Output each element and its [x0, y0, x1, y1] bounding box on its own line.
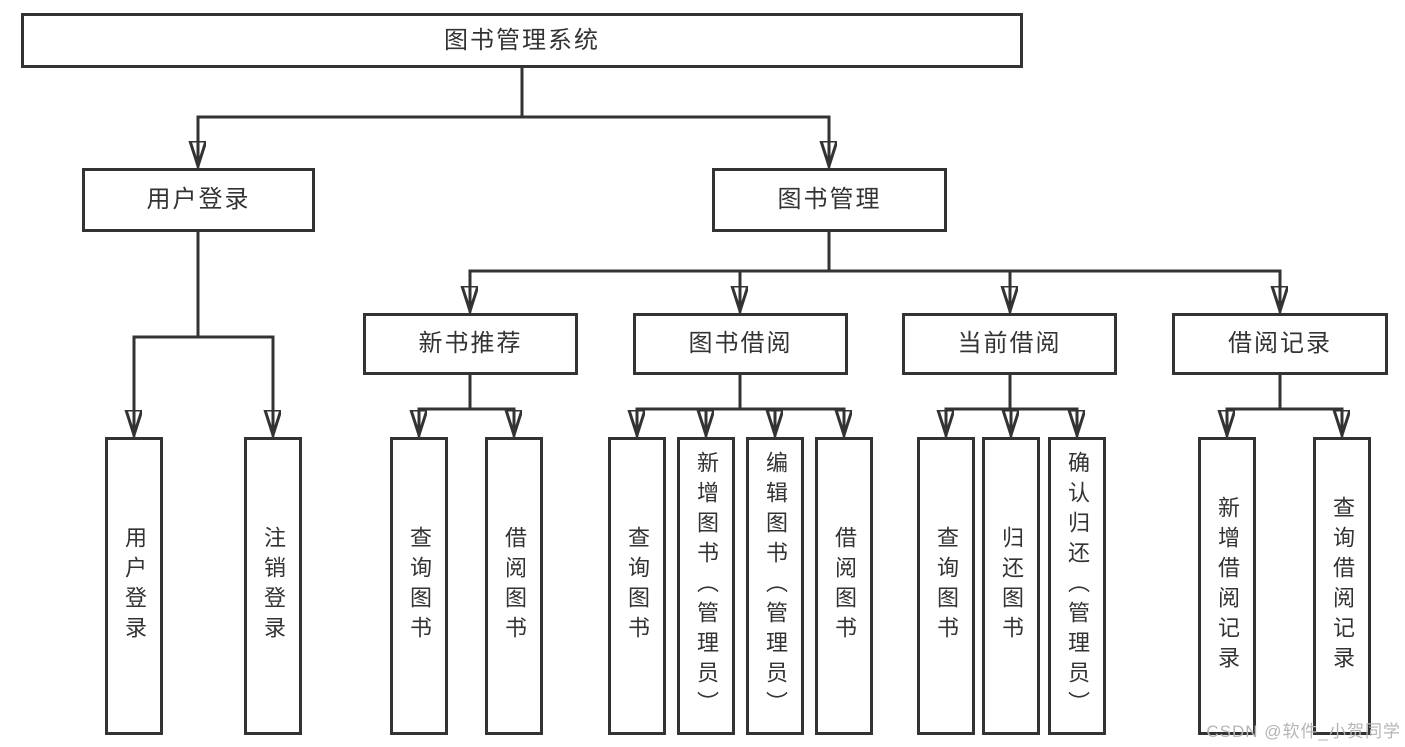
node-label: 图书管理系统	[444, 26, 600, 54]
node-borrow-books-recommend: 借阅图书	[485, 437, 543, 735]
node-borrow-books: 借阅图书	[815, 437, 873, 735]
node-new-book-recommendation: 新书推荐	[363, 313, 578, 375]
node-label: 借阅记录	[1228, 330, 1332, 357]
node-add-books-admin: 新增图书（管理员）	[677, 437, 735, 735]
node-query-books-current: 查询图书	[917, 437, 975, 735]
node-library-management-system: 图书管理系统	[21, 13, 1023, 68]
node-label: 查询图书	[407, 526, 432, 646]
node-label: 查询图书	[625, 526, 650, 646]
node-label: 查询图书	[934, 526, 959, 646]
node-book-borrowing: 图书借阅	[633, 313, 848, 375]
node-return-books: 归还图书	[982, 437, 1040, 735]
node-label: 新增图书（管理员）	[694, 451, 719, 721]
node-book-management: 图书管理	[712, 168, 947, 232]
node-query-books-recommend: 查询图书	[390, 437, 448, 735]
watermark-text: CSDN @软件_小贺同学	[1206, 722, 1401, 741]
node-label: 图书借阅	[688, 330, 793, 357]
node-label: 用户登录	[146, 186, 251, 213]
node-label: 归还图书	[999, 526, 1024, 646]
node-user-login-action: 用户登录	[105, 437, 163, 735]
node-label: 借阅图书	[832, 526, 857, 646]
node-query-books-borrow: 查询图书	[608, 437, 666, 735]
node-label: 注销登录	[261, 526, 286, 646]
node-query-borrow-record: 查询借阅记录	[1313, 437, 1371, 735]
node-borrowing-records: 借阅记录	[1172, 313, 1388, 375]
node-label: 当前借阅	[957, 330, 1062, 357]
node-label: 查询借阅记录	[1330, 496, 1355, 676]
node-label: 确认归还（管理员）	[1065, 451, 1090, 721]
node-label: 新书推荐	[418, 330, 523, 357]
node-user-login: 用户登录	[82, 168, 315, 232]
node-label: 编辑图书（管理员）	[763, 451, 788, 721]
node-label: 图书管理	[777, 186, 882, 213]
node-edit-books-admin: 编辑图书（管理员）	[746, 437, 804, 735]
node-label: 借阅图书	[502, 526, 527, 646]
node-label: 新增借阅记录	[1215, 496, 1240, 676]
node-add-borrow-record: 新增借阅记录	[1198, 437, 1256, 735]
node-current-borrowing: 当前借阅	[902, 313, 1117, 375]
node-logout-action: 注销登录	[244, 437, 302, 735]
node-label: 用户登录	[122, 526, 147, 646]
node-confirm-return-admin: 确认归还（管理员）	[1048, 437, 1106, 735]
